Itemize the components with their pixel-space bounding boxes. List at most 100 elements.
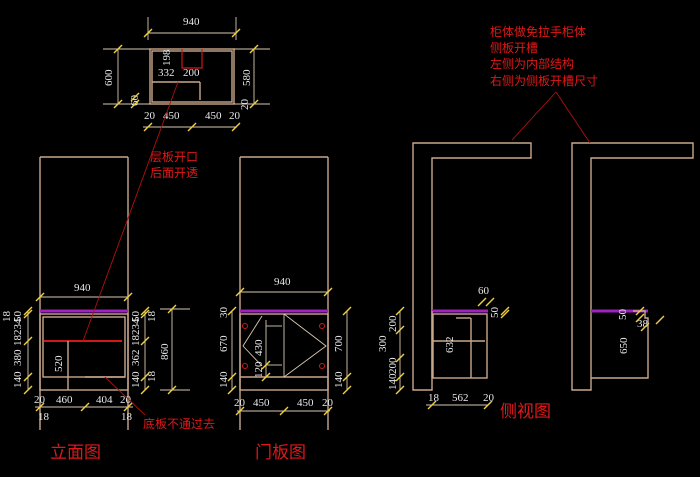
dim-label: 140 — [218, 371, 230, 388]
dimension-tick — [235, 406, 245, 416]
dim-label: 562 — [452, 392, 469, 404]
dimension-tick — [261, 360, 271, 370]
dimension-tick — [123, 292, 133, 302]
dim-label: 18 — [428, 392, 440, 404]
dimension-tick — [485, 297, 495, 307]
dim-label: 940 — [274, 276, 291, 288]
dimension-tick — [342, 385, 352, 395]
dimension-tick — [143, 28, 153, 38]
dim-label: 520 — [53, 355, 65, 372]
dimension-tick — [483, 400, 493, 410]
dim-label: 362 — [130, 350, 142, 367]
dimension-tick — [140, 309, 150, 319]
dimension-tick — [395, 325, 405, 335]
dim-label: 460 — [56, 394, 73, 406]
note-line: 层板开口 — [150, 150, 198, 164]
dim-label: 38 — [637, 318, 649, 330]
dimension-tick — [140, 336, 150, 346]
view-title-side: 侧视图 — [500, 402, 551, 422]
dim-label: 120 — [253, 361, 265, 378]
dimension-tick — [123, 402, 133, 412]
note-line: 左侧为内部结构 — [490, 56, 574, 71]
dim-label: 940 — [183, 16, 200, 28]
dim-label: 60 — [478, 285, 490, 297]
dim-label: 580 — [241, 69, 253, 86]
dimension-tick — [323, 287, 333, 297]
dim-label: 200 — [183, 67, 200, 79]
dimension-tick — [227, 306, 237, 316]
plan-view: 940 600 580 198 332 200 60 20 450 450 20… — [103, 16, 270, 128]
dimension-tick — [395, 385, 405, 395]
dimension-tick — [130, 92, 140, 102]
dim-label: 198 — [161, 49, 173, 66]
dim-label: 60 — [129, 95, 141, 107]
dimension-tick — [231, 28, 241, 38]
dim-label: 20 — [34, 394, 46, 406]
dim-label: 860 — [159, 343, 171, 360]
dimension-tick — [35, 292, 45, 302]
dim-label: 18 — [121, 411, 133, 423]
dim-label: 300 — [377, 335, 389, 352]
view-title-door: 门板图 — [255, 443, 306, 463]
dimension-tick — [227, 372, 237, 382]
dimension-ticks — [23, 28, 665, 416]
note-line: 右侧为侧板开槽尺寸 — [490, 73, 598, 88]
note-line: 侧板开槽 — [490, 41, 538, 55]
dimension-tick — [427, 400, 437, 410]
dim-label: 700 — [333, 335, 345, 352]
dim-label: 650 — [618, 337, 630, 354]
dimension-tick — [23, 309, 33, 319]
elevation-view: 940 18 50 18234 380 140 50 18 18234 362 … — [1, 156, 190, 430]
dimension-tick — [167, 385, 177, 395]
dim-label: 20 — [483, 392, 495, 404]
dimension-tick — [395, 372, 405, 382]
view-title-elevation: 立面图 — [50, 443, 101, 463]
dimension-tick — [187, 122, 197, 132]
dim-label: 140 — [333, 371, 345, 388]
dim-label: 332 — [158, 67, 175, 79]
dim-label: 600 — [103, 69, 115, 86]
dim-label: 50 — [130, 311, 142, 323]
dim-label: 940 — [74, 282, 91, 294]
dim-label: 140 — [12, 371, 24, 388]
dim-label: 18 — [1, 311, 13, 323]
dim-label: 50 — [489, 307, 501, 319]
dimension-tick — [635, 306, 645, 316]
dim-label: 450 — [297, 397, 314, 409]
dimension-tick — [23, 306, 33, 316]
dimension-tick — [635, 313, 645, 323]
dimension-tick — [655, 315, 665, 325]
dimension-tick — [23, 372, 33, 382]
dimension-tick — [342, 372, 352, 382]
dimension-tick — [227, 385, 237, 395]
dimension-tick — [261, 372, 271, 382]
dim-label: 18 — [146, 311, 158, 323]
dimension-tick — [80, 402, 90, 412]
dim-label: 450 — [163, 110, 180, 122]
dimension-tick — [35, 402, 45, 412]
side-view: 60 50 200 300 632 200 140 18 562 20 50 3… — [377, 142, 694, 406]
dimension-tick — [113, 99, 123, 109]
dimension-tick — [249, 99, 259, 109]
dim-label: 200 — [387, 315, 399, 332]
note-line: 柜体做免拉手柜体 — [490, 24, 586, 39]
dimension-tick — [249, 44, 259, 54]
dim-label: 670 — [218, 335, 230, 352]
dimension-tick — [167, 304, 177, 314]
dim-label: 18 — [146, 371, 158, 383]
dimension-tick — [143, 122, 153, 132]
dim-label: 18234 — [130, 318, 142, 346]
dimension-tick — [395, 306, 405, 316]
dimension-tick — [640, 322, 650, 332]
dimension-tick — [500, 306, 510, 316]
dimension-tick — [323, 406, 333, 416]
leader-lines — [82, 81, 591, 416]
dim-label: 450 — [205, 110, 222, 122]
dimension-tick — [140, 372, 150, 382]
dimension-tick — [23, 385, 33, 395]
dim-label: 140 — [387, 373, 399, 390]
dim-label: 50 — [12, 311, 24, 323]
dim-label: 20 — [144, 110, 156, 122]
dim-label: 200 — [387, 357, 399, 374]
